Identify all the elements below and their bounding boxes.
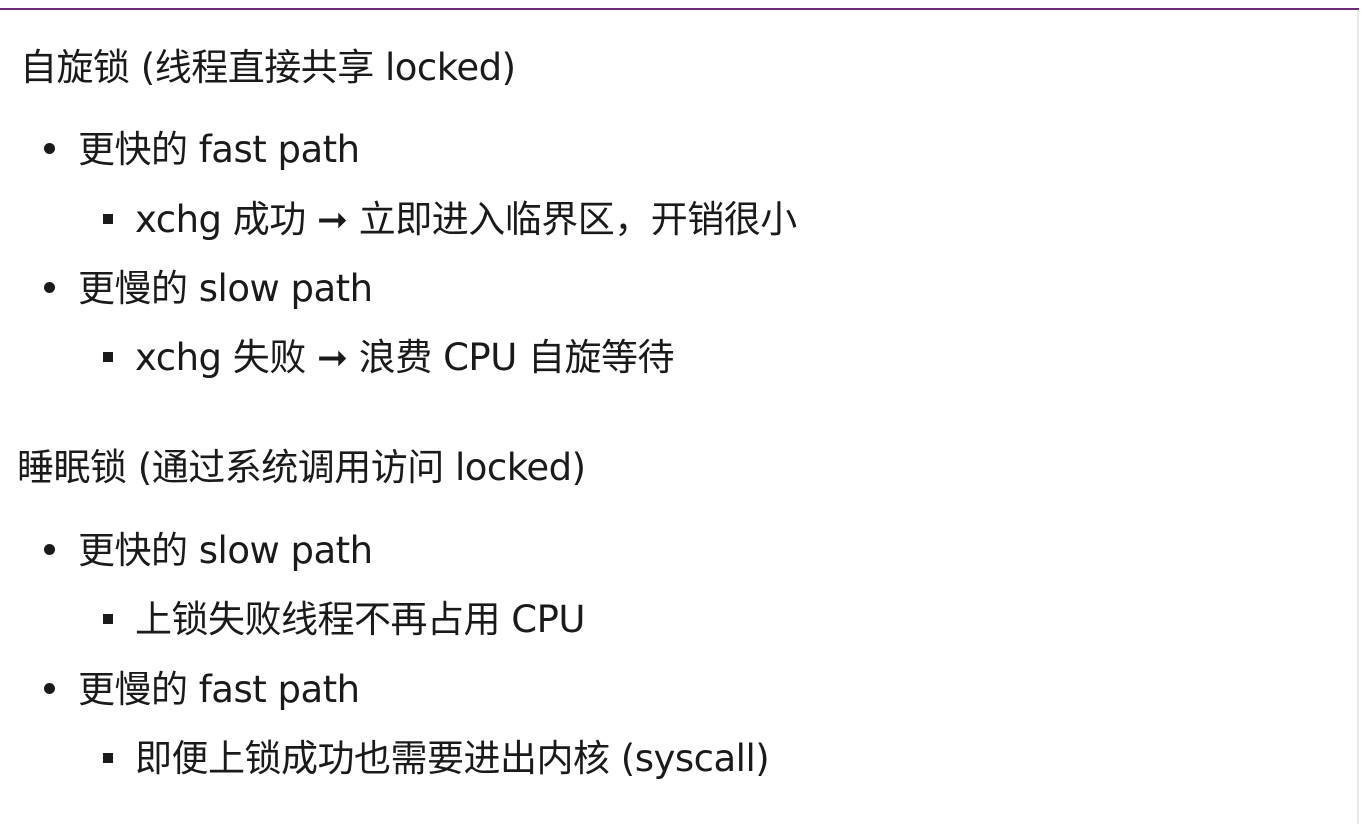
section-heading-spinlock: 自旋锁 (线程直接共享 locked) (20, 46, 516, 89)
bullet-item: 更慢的 fast path (44, 668, 360, 712)
sub-bullet-item: 上锁失败线程不再占用 CPU (103, 598, 586, 642)
bullet-text: 更慢的 fast path (78, 668, 360, 711)
slide-right-edge (1357, 10, 1359, 824)
bullet-dot-icon (44, 683, 55, 694)
bullet-item: 更快的 slow path (44, 529, 373, 573)
bullet-dot-icon (44, 282, 55, 293)
slide-top-rule (0, 8, 1359, 10)
bullet-dot-icon (44, 544, 55, 555)
sub-bullet-text: 即便上锁成功也需要进出内核 (syscall) (135, 737, 770, 780)
bullet-square-icon (103, 752, 113, 763)
sub-bullet-item: xchg 成功 ➞ 立即进入临界区，开销很小 (103, 198, 797, 242)
bullet-square-icon (103, 351, 113, 362)
sub-bullet-text: xchg 失败 ➞ 浪费 CPU 自旋等待 (135, 336, 675, 379)
bullet-text: 更快的 slow path (78, 529, 373, 572)
bullet-dot-icon (44, 143, 55, 154)
section-heading-sleeplock: 睡眠锁 (通过系统调用访问 locked) (17, 446, 586, 489)
bullet-text: 更快的 fast path (78, 128, 360, 171)
sub-bullet-item: 即便上锁成功也需要进出内核 (syscall) (103, 737, 770, 781)
sub-bullet-text: xchg 成功 ➞ 立即进入临界区，开销很小 (135, 198, 797, 241)
bullet-square-icon (103, 213, 113, 224)
sub-bullet-item: xchg 失败 ➞ 浪费 CPU 自旋等待 (103, 336, 675, 380)
sub-bullet-text: 上锁失败线程不再占用 CPU (135, 598, 586, 641)
bullet-text: 更慢的 slow path (78, 267, 373, 310)
bullet-item: 更慢的 slow path (44, 267, 373, 311)
bullet-item: 更快的 fast path (44, 128, 360, 172)
bullet-square-icon (103, 613, 113, 624)
